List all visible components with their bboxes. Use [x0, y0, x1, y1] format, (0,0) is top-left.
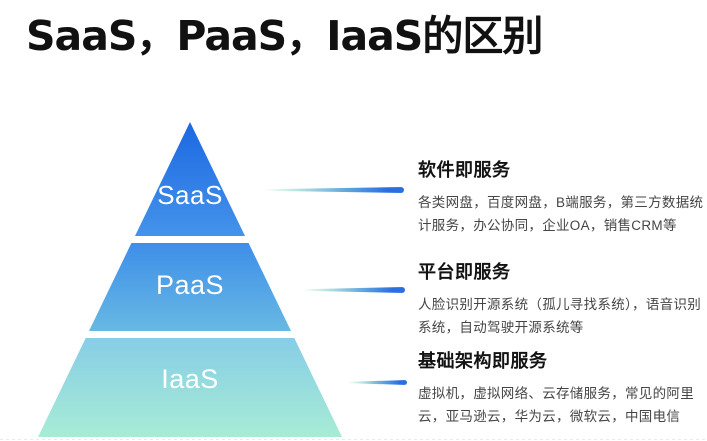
bottom-edge-divider: [0, 439, 707, 440]
info-body-paas: 人脸识别开源系统（孤儿寻找系统），语音识别系统，自动驾驶开源系统等: [418, 297, 702, 336]
pyramid-tier-iaas: [38, 338, 342, 437]
tier-label-saas: SaaS: [157, 180, 223, 210]
info-block-paas: 平台即服务 人脸识别开源系统（孤儿寻找系统），语音识别系统，自动驾驶开源系统等: [418, 258, 707, 339]
connector-line-iaas: [347, 380, 407, 385]
info-body-saas: 各类网盘，百度网盘，B端服务，第三方数据统计服务，办公协同，企业OA，销售CRM…: [418, 195, 704, 234]
page-title: SaaS，PaaS，IaaS的区别: [26, 12, 543, 60]
info-heading-paas: 平台即服务: [418, 262, 511, 282]
connector-line-saas: [263, 187, 404, 193]
tier-label-paas: PaaS: [155, 270, 225, 300]
info-block-iaas: 基础架构即服务 虚拟机，虚拟网络、云存储服务，常见的阿里云，亚马逊云，华为云，微…: [418, 347, 707, 428]
info-block-saas: 软件即服务 各类网盘，百度网盘，B端服务，第三方数据统计服务，办公协同，企业OA…: [418, 156, 707, 237]
info-body-iaas: 虚拟机，虚拟网络、云存储服务，常见的阿里云，亚马逊云，华为云，微软云，中国电信: [418, 386, 694, 425]
tier-label-iaas: IaaS: [161, 364, 219, 394]
pyramid-tier-saas: [135, 122, 245, 236]
pyramid-diagram: SaaS PaaS IaaS: [35, 120, 355, 440]
connector-line-paas: [302, 287, 405, 293]
info-heading-saas: 软件即服务: [418, 160, 511, 180]
info-heading-iaas: 基础架构即服务: [418, 351, 548, 371]
